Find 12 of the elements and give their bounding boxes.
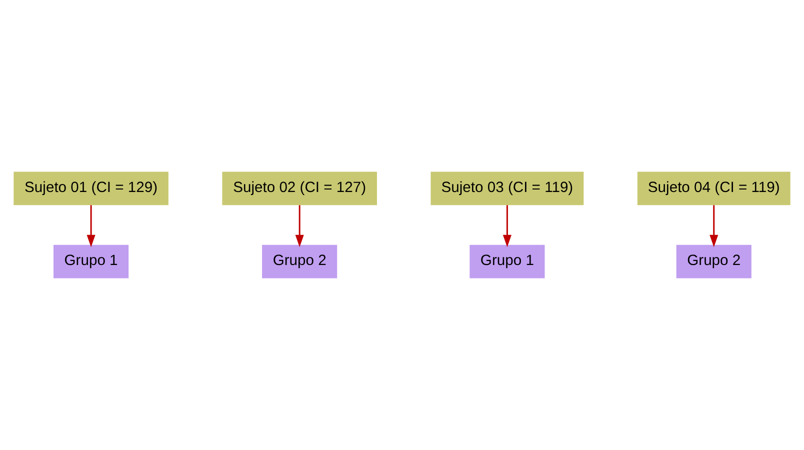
node-box: Grupo 1 — [470, 244, 545, 278]
arrow — [710, 205, 718, 248]
node-box: Sujeto 03 (CI = 119) — [430, 172, 584, 206]
node-box: Sujeto 02 (CI = 127) — [222, 172, 377, 206]
node-box: Sujeto 04 (CI = 119) — [637, 172, 790, 206]
arrow — [502, 205, 512, 248]
arrow — [295, 205, 304, 248]
node-box: Grupo 2 — [262, 244, 338, 278]
node-box: Grupo 1 — [54, 244, 129, 278]
node-box: Grupo 2 — [676, 244, 752, 278]
arrow — [86, 205, 96, 248]
node-box: Sujeto 01 (CI = 129) — [14, 172, 168, 206]
